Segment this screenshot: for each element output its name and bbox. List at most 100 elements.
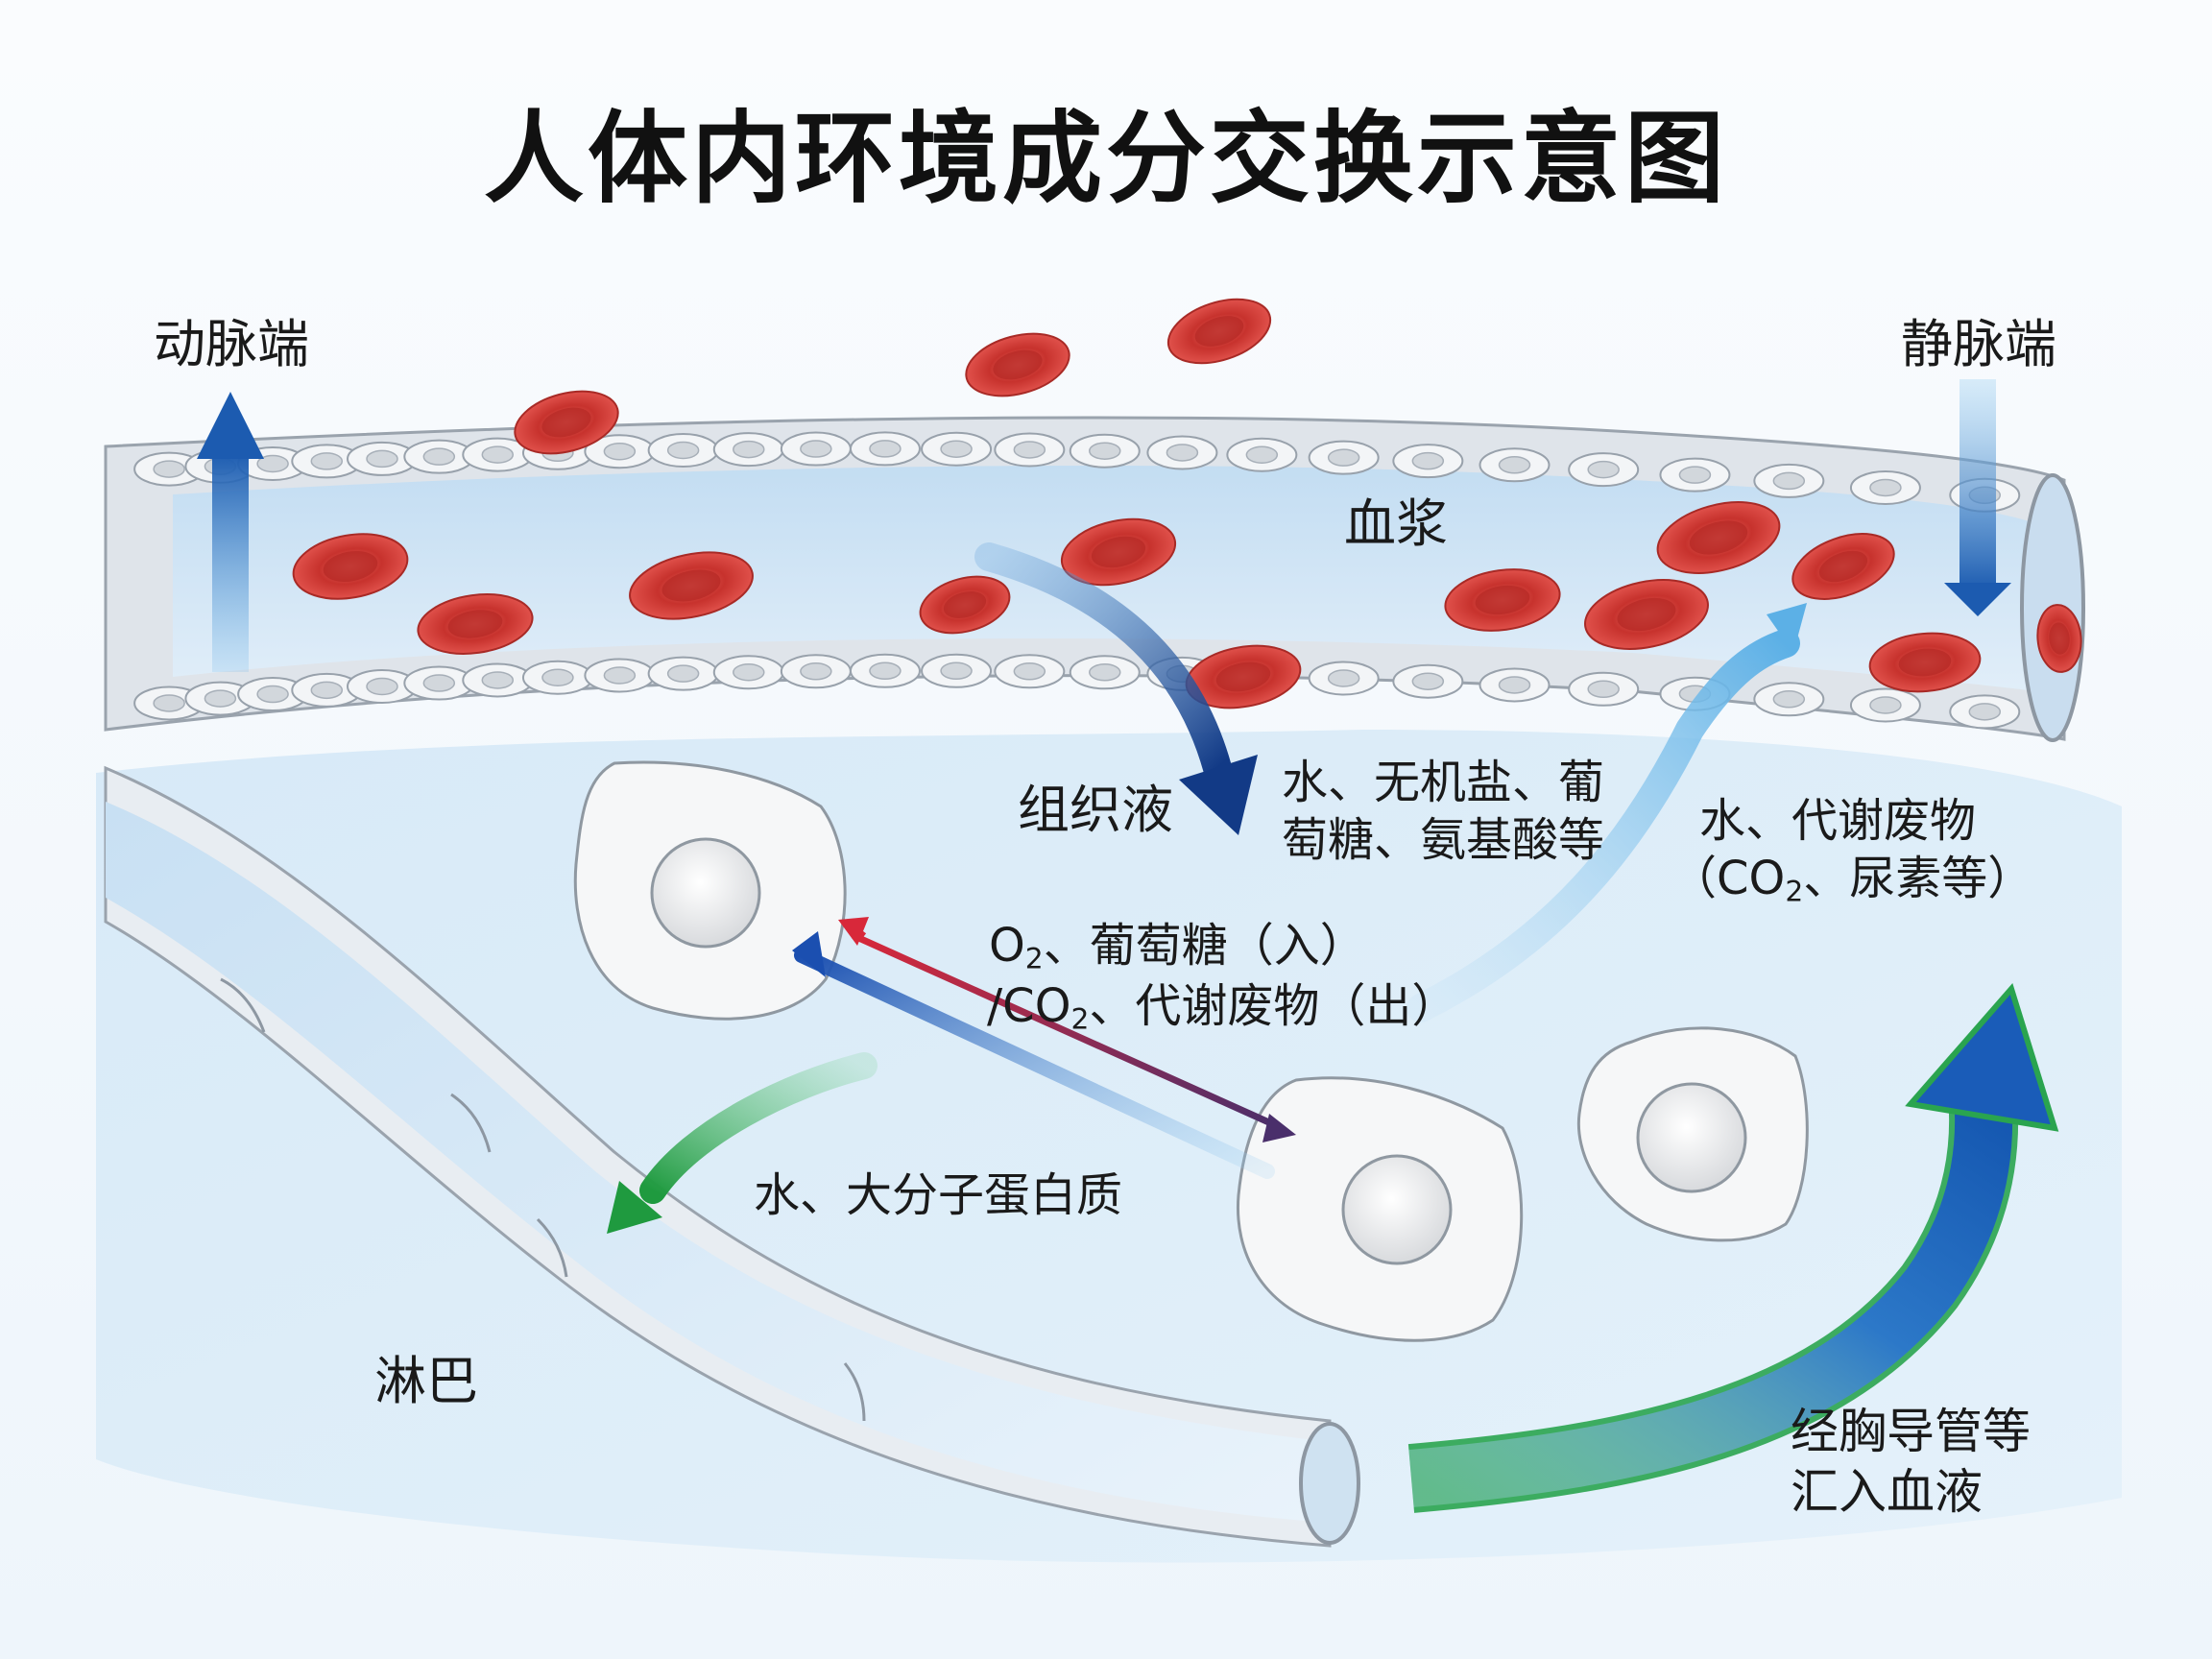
red-blood-cell: [1584, 579, 1709, 650]
endothelial-nucleus: [153, 460, 185, 478]
endothelial-nucleus: [256, 685, 289, 704]
red-blood-cell: [1444, 568, 1561, 632]
endothelial-nucleus: [1089, 442, 1121, 460]
endothelial-nucleus: [1587, 680, 1620, 699]
lymph-label: 淋巴: [374, 1351, 478, 1411]
lymph-valve: [450, 1093, 492, 1153]
arterial-end-label: 动脉端: [154, 314, 309, 374]
venous-end-label: 静脉端: [1901, 314, 2056, 374]
blood-capillary: [104, 298, 2085, 742]
cell-exchange-substances: O2、葡萄糖（入） /CO2、代谢废物（出）: [987, 917, 1457, 1038]
endothelial-nucleus: [1869, 696, 1902, 714]
lymph-capillary: [104, 765, 1360, 1548]
red-blood-cell: [1656, 501, 1781, 574]
red-blood-cell: [919, 575, 1011, 635]
endothelial-nucleus: [1772, 690, 1806, 709]
endothelial-nucleus: [666, 441, 700, 460]
endothelial-nucleus: [310, 681, 344, 700]
plasma-label: 血浆: [1344, 493, 1448, 554]
endothelial-nucleus: [1411, 672, 1445, 690]
venous-flow-arrow: [1944, 379, 2011, 616]
tissue-cell: [1576, 1026, 1809, 1242]
endothelial-nucleus: [1013, 662, 1046, 681]
red-blood-cell: [514, 390, 619, 455]
arterial-flow-arrow: [197, 392, 264, 672]
endothelial-nucleus: [1327, 669, 1360, 687]
red-blood-cell: [1868, 632, 1982, 693]
lymph-lumen: [106, 802, 1315, 1522]
red-blood-cell: [629, 551, 754, 620]
endothelial-nucleus: [204, 689, 237, 708]
red-blood-cell: [1185, 644, 1302, 709]
endothelial-nucleus: [153, 694, 185, 712]
tissue-cell: [573, 760, 847, 1021]
endothelial-nucleus: [869, 661, 902, 681]
tissue-to-lymph-substances: 水、大分子蛋白质: [754, 1168, 1123, 1222]
tissue-to-plasma-line1: 水、代谢废物: [1699, 794, 1977, 848]
cell-exchange-line1-post: 、葡萄糖（入）: [1043, 919, 1366, 973]
endothelial-nucleus: [422, 447, 456, 466]
red-blood-cell: [1791, 533, 1895, 600]
endothelial-nucleus: [310, 452, 344, 470]
lymph-valve: [536, 1217, 568, 1278]
diagram-title: 人体内环境成分交换示意图: [483, 100, 1728, 217]
endothelial-nucleus: [1772, 471, 1806, 491]
red-blood-cell: [1060, 517, 1177, 587]
endothelial-nucleus: [800, 440, 832, 458]
endothelial-nucleus: [1678, 466, 1712, 484]
endothelial-nucleus: [666, 664, 700, 683]
tissue-to-plasma-line2: （CO2、尿素等）: [1671, 850, 2033, 910]
red-blood-cells: [292, 298, 2082, 709]
lymph-valve: [843, 1362, 866, 1422]
cell-exchange-line2-sub: 2: [1070, 1002, 1090, 1037]
red-blood-cell: [1166, 298, 1272, 365]
red-blood-cell: [417, 593, 534, 655]
plasma-to-tissue-substances: 水、无机盐、葡 萄糖、氨基酸等: [1282, 756, 1605, 867]
endothelial-nucleus: [1089, 663, 1121, 682]
endothelial-nucleus: [1327, 448, 1360, 467]
lymph-to-blood-arrow: [1407, 982, 2059, 1513]
lymph-valve: [220, 977, 266, 1033]
endothelial-nucleus: [1245, 445, 1279, 465]
endothelial-nucleus: [481, 445, 515, 464]
lymph-opening: [1299, 1422, 1360, 1545]
endothelial-nucleus: [1166, 444, 1199, 462]
endothelial-nucleus: [1498, 676, 1531, 694]
cell-exchange-line1-sub: 2: [1024, 942, 1044, 976]
red-blood-cell: [292, 533, 409, 600]
endothelial-nucleus: [940, 661, 973, 681]
endothelial-nucleus: [1411, 451, 1445, 470]
endothelial-nucleus: [481, 671, 515, 689]
cell-exchange-line1-pre: O: [989, 919, 1025, 973]
endothelial-nucleus: [869, 440, 902, 458]
endothelial-nucleus: [1013, 441, 1046, 459]
tissue-to-plasma-line2-pre: （CO: [1671, 852, 1786, 905]
tissue-to-lymph-arrow: [607, 1052, 878, 1234]
endothelial-nucleus: [1968, 703, 2002, 721]
endothelial-nucleus: [422, 674, 456, 692]
tissue-cell: [1236, 1076, 1524, 1342]
endothelial-nucleus: [733, 440, 765, 459]
endothelial-nucleus: [366, 677, 398, 696]
cell-exchange-arrows: [792, 917, 1296, 1179]
endothelial-nucleus: [256, 454, 289, 473]
endothelial-nucleus: [603, 442, 637, 461]
endothelial-nucleus: [733, 662, 765, 682]
endothelial-nucleus: [603, 666, 637, 685]
plasma-to-tissue-arrow: [974, 542, 1258, 835]
endothelial-nucleus: [1587, 460, 1620, 479]
cell-exchange-line1: O2、葡萄糖（入）: [989, 917, 1457, 977]
endothelial-nucleus: [940, 440, 973, 458]
endothelial-cells-bottom: [133, 653, 2021, 730]
endothelial-nucleus: [1869, 478, 1902, 497]
tissue-to-plasma-substances: 水、代谢废物 （CO2、尿素等）: [1671, 792, 2033, 910]
tissue-fluid-label: 组织液: [1018, 780, 1173, 840]
endothelial-nucleus: [366, 449, 398, 469]
tissue-to-plasma-arrow: [1407, 603, 1807, 1022]
endothelial-nucleus: [800, 662, 832, 681]
endothelial-nucleus: [1498, 456, 1531, 474]
cell-exchange-line2: /CO2、代谢废物（出）: [987, 977, 1457, 1038]
tissue-to-plasma-line2-sub: 2: [1785, 875, 1804, 909]
cell-exchange-line2-pre: /CO: [987, 978, 1071, 1033]
